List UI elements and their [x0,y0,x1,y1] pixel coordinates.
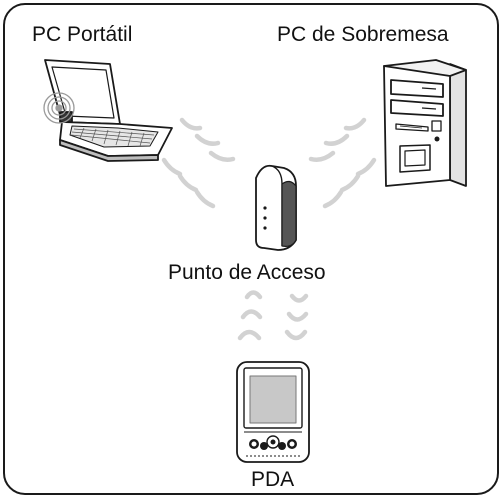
access-point-icon [255,164,297,251]
signal-waves-laptop [161,117,236,209]
wireless-card-icon [43,92,75,124]
access-point-label: Punto de Acceso [168,261,326,284]
desktop-label: PC de Sobremesa [277,23,449,46]
desktop-tower-icon [383,59,467,187]
signal-waves-desktop [308,117,377,209]
laptop-icon [44,59,173,162]
laptop-label: PC Portátil [32,23,133,46]
signal-waves-pda [237,290,309,341]
pda-label: PDA [251,468,295,491]
pda-icon [236,361,310,463]
